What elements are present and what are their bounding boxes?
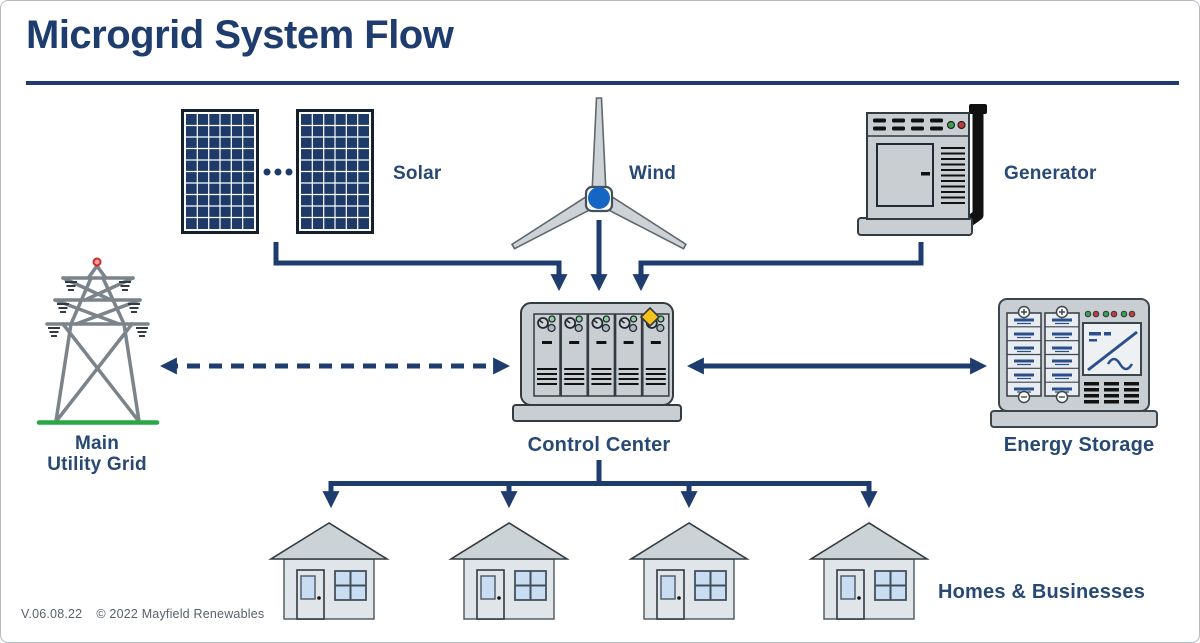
label-solar: Solar: [393, 163, 442, 184]
label-utility-grid: Main Utility Grid: [27, 433, 167, 475]
copyright-text: © 2022 Mayfield Renewables: [96, 607, 265, 621]
generator-green-light: [946, 120, 956, 130]
solar-panels-icon: [181, 109, 374, 234]
house-icon: [450, 522, 568, 620]
version-text: V.06.08.22: [21, 607, 83, 621]
generator-icon: [857, 104, 987, 236]
generator-red-light: [957, 120, 966, 130]
ellipsis-dots-icon: [263, 168, 293, 176]
tower-warning-light: [92, 257, 102, 267]
house-icon: [810, 522, 928, 620]
connector-control-to-homes: [322, 460, 878, 509]
label-control-center: Control Center: [527, 434, 671, 456]
label-energy-storage: Energy Storage: [1003, 434, 1155, 456]
battery-terminals: [1017, 305, 1069, 404]
battery-rack-icon: [990, 298, 1158, 428]
wind-turbine-icon: [510, 97, 688, 250]
label-wind: Wind: [629, 163, 677, 184]
houses-icon: [270, 522, 928, 620]
house-icon: [630, 522, 748, 620]
title-underline: [26, 81, 1179, 85]
turbine-hub: [588, 187, 610, 209]
transmission-tower-icon: [36, 257, 160, 425]
label-utility-line1: Main: [74, 433, 120, 454]
connector-generator-to-control: [632, 242, 924, 292]
inverter-screen: [1082, 322, 1142, 376]
diamond-badge-icon: [639, 306, 661, 328]
label-utility-line2: Utility Grid: [47, 454, 147, 475]
connector-solar-to-control: [273, 242, 568, 292]
label-homes-businesses: Homes & Businesses: [938, 581, 1146, 603]
storage-status-lights: [1084, 310, 1136, 318]
footer: V.06.08.22 © 2022 Mayfield Renewables: [21, 607, 264, 621]
house-icon: [270, 522, 388, 620]
control-cabinet-icon: [512, 302, 682, 422]
page-title: Microgrid System Flow: [26, 13, 454, 57]
label-generator: Generator: [1004, 163, 1097, 184]
